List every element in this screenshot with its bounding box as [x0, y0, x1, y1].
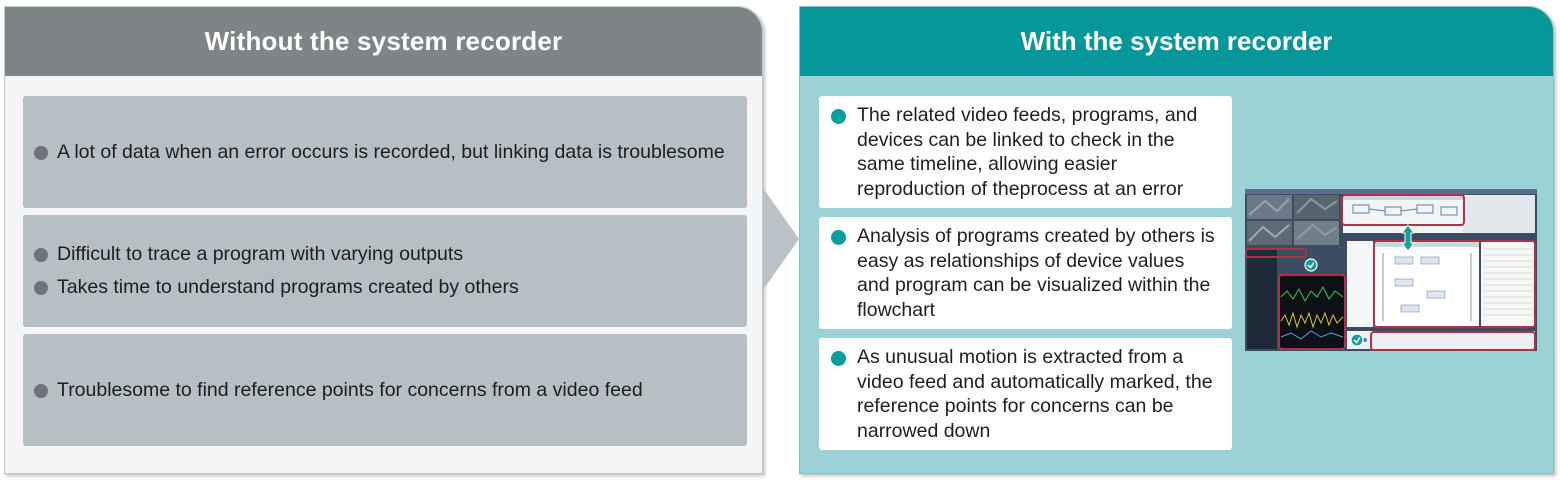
bullet-icon [831, 230, 846, 245]
left-item-line: A lot of data when an error occurs is re… [34, 136, 747, 169]
bullet-icon [831, 109, 846, 124]
video-feed-grid [1247, 195, 1339, 245]
program-window [1343, 195, 1463, 233]
right-item-2: Analysis of programs created by others i… [819, 217, 1232, 329]
link-arrow-icon [1401, 224, 1415, 252]
highlight-frames [1245, 194, 1536, 351]
bullet-icon [34, 145, 48, 160]
bullet-icon [34, 281, 48, 295]
link-check-icon [1350, 333, 1364, 347]
bullet-icon [831, 351, 846, 366]
bullet-icon [34, 248, 48, 262]
device-list [1481, 241, 1535, 327]
left-item-3: Troublesome to find reference points for… [23, 334, 747, 446]
flowchart-window [1375, 241, 1479, 327]
right-item-1: The related video feeds, programs, and d… [819, 96, 1232, 208]
waveform-graph [1279, 275, 1345, 349]
bullet-icon [34, 383, 48, 398]
with-recorder-panel: With the system recorder The related vid… [799, 6, 1554, 474]
with-recorder-title: With the system recorder [800, 7, 1553, 76]
transition-arrow-icon [763, 188, 799, 290]
left-item-1: A lot of data when an error occurs is re… [23, 96, 747, 208]
without-recorder-panel: Without the system recorder A lot of dat… [4, 6, 763, 474]
right-item-3: As unusual motion is extracted from a vi… [819, 338, 1232, 450]
system-recorder-screenshot [1245, 189, 1537, 351]
left-item-line: Takes time to understand programs create… [34, 271, 747, 304]
timeline-bar [1347, 331, 1535, 349]
left-item-line: Troublesome to find reference points for… [34, 374, 747, 407]
link-check-icon [1304, 258, 1318, 272]
without-recorder-title: Without the system recorder [5, 7, 762, 76]
left-item-2: Difficult to trace a program with varyin… [23, 215, 747, 327]
left-item-line: Difficult to trace a program with varyin… [34, 238, 747, 271]
